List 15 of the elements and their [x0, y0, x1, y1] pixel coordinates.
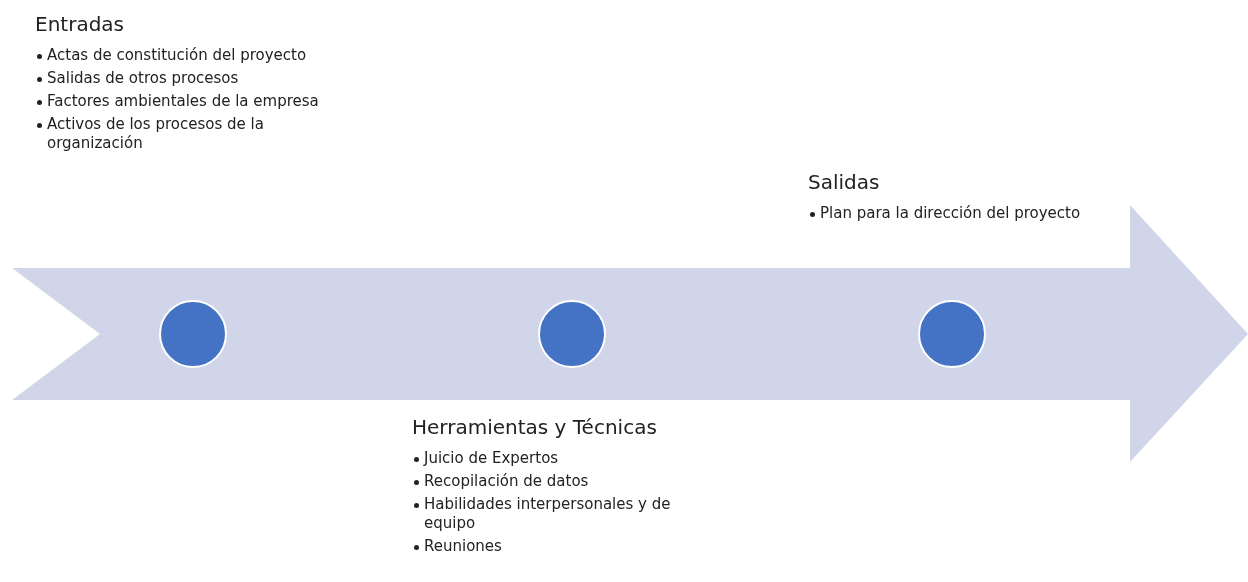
timeline-dot	[159, 300, 227, 368]
section-heading: Herramientas y Técnicas	[412, 415, 657, 439]
bullet-item: Reuniones	[424, 537, 503, 556]
timeline-dot	[918, 300, 986, 368]
bullet-item: Actas de constitución del proyecto	[47, 46, 308, 65]
bullet-item: Recopilación de datos	[424, 472, 590, 491]
bullet-item: Habilidades interpersonales y de equipo	[424, 495, 672, 533]
bullet-item: Factores ambientales de la empresa	[47, 92, 320, 111]
bullet-item: Activos de los procesos de la organización	[47, 115, 265, 153]
bullet-item: Plan para la dirección del proyecto	[820, 204, 1082, 223]
section-heading: Salidas	[808, 170, 880, 194]
section-heading: Entradas	[35, 12, 124, 36]
bullet-item: Salidas de otros procesos	[47, 69, 240, 88]
timeline-dot	[538, 300, 606, 368]
bullet-item: Juicio de Expertos	[424, 449, 560, 468]
